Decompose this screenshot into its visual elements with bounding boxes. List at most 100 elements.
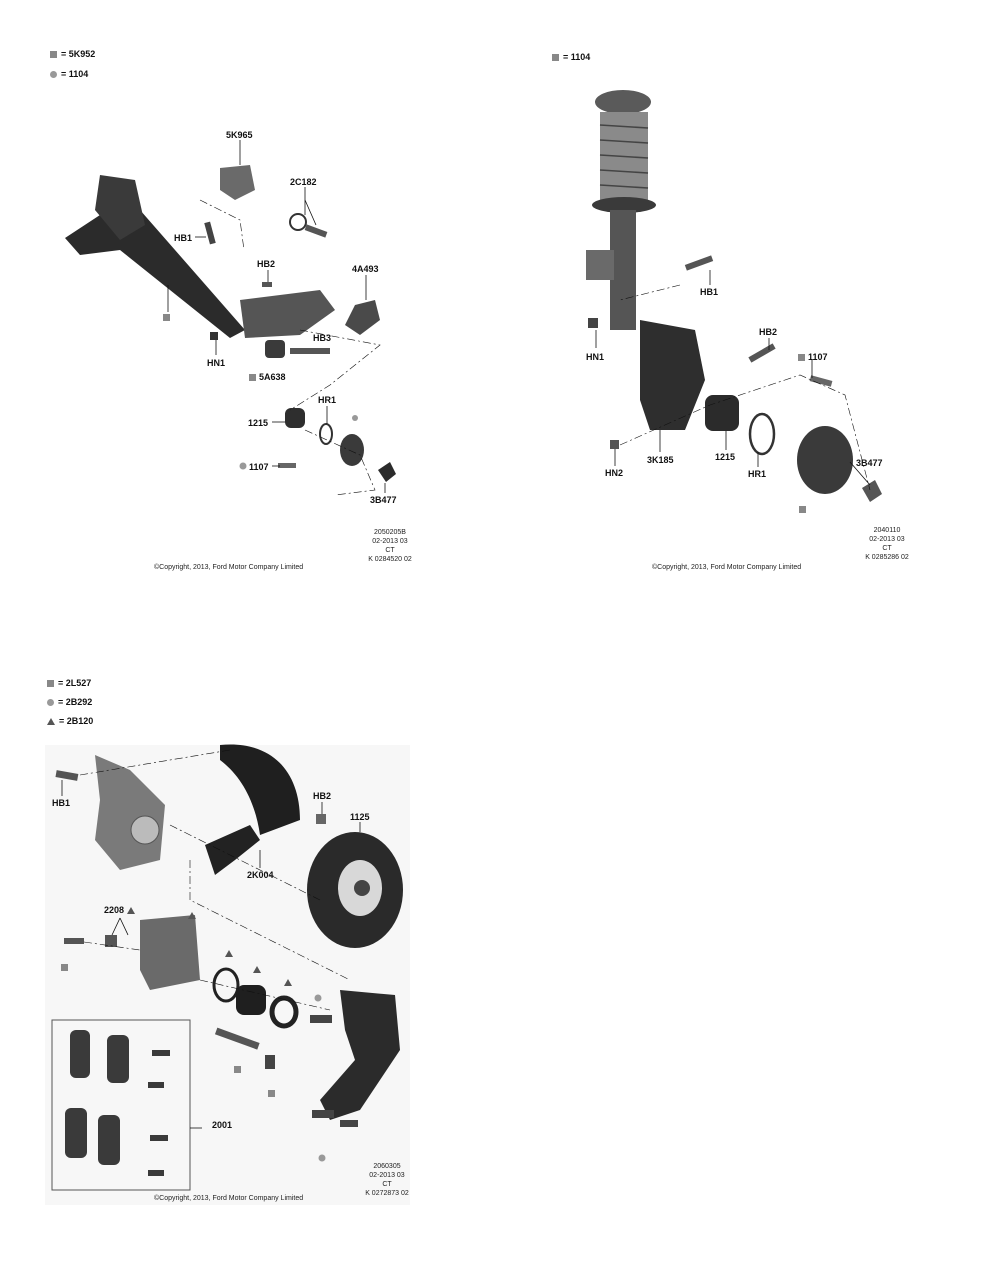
bolt-1107 (809, 375, 833, 387)
triangle-marker-icon (188, 912, 196, 919)
callout-1215: 1215 (715, 452, 736, 462)
brake-pad (70, 1030, 90, 1078)
pad-clip (340, 1120, 358, 1127)
square-marker-icon (798, 353, 805, 361)
circle-marker-icon (318, 1154, 326, 1162)
bracket-5k965 (220, 165, 255, 200)
legend-item-2l527: = 2L527 (47, 678, 91, 688)
triangle-marker-icon (284, 979, 292, 986)
callout-5a638: 5A638 (249, 372, 286, 382)
triangle-marker-icon (253, 966, 261, 973)
pad-clip (150, 1135, 168, 1141)
strut-bracket (586, 250, 614, 280)
brake-caliper (140, 915, 200, 990)
bolt-hb1 (684, 255, 714, 271)
callout-hb1: HB1 (174, 233, 193, 243)
circle-marker-icon (47, 698, 54, 706)
bolt-hb2 (262, 282, 272, 287)
bearing-1215 (705, 395, 739, 431)
nut-3b477 (378, 462, 396, 482)
circle-marker-icon (239, 462, 247, 470)
piston-boot (269, 995, 299, 1029)
legend-item-1104: = 1104 (50, 69, 88, 79)
front-brake-diagram: = 2L527 = 2B292 = 2B120 (0, 630, 500, 1230)
circle-marker-icon (314, 994, 322, 1002)
callout-hr1: HR1 (748, 469, 767, 479)
strut-top-mount (595, 90, 651, 114)
caliper-seal (212, 967, 240, 1003)
bushing-5a638 (265, 340, 285, 358)
callout-hn1: HN1 (586, 352, 605, 362)
square-marker-icon (799, 506, 806, 513)
square-marker-icon (268, 1090, 275, 1097)
bolt-hb2 (748, 343, 776, 363)
callout-2k004: 2K004 (247, 870, 274, 880)
square-marker-icon (50, 50, 57, 58)
copyright: ©Copyright, 2013, Ford Motor Company Lim… (652, 564, 802, 571)
callout-hr1: HR1 (318, 395, 337, 405)
wheel-hub (797, 426, 853, 494)
pad-clip (148, 1082, 164, 1088)
wheel-hub (340, 434, 364, 466)
brake-pad (65, 1108, 87, 1158)
callout-hb2: HB2 (313, 791, 332, 801)
callout-3b477: 3B477 (370, 495, 397, 505)
pad-clip (310, 1015, 332, 1023)
front-strut-drawing (586, 90, 882, 513)
bolt-1107 (278, 463, 296, 468)
callout-hb2: HB2 (257, 259, 276, 269)
strut-body (610, 210, 636, 330)
bracket-2k004 (205, 825, 260, 875)
callout-hn1: HN1 (207, 358, 226, 368)
callout-3k185: 3K185 (647, 455, 674, 465)
bolt-hb2 (316, 814, 326, 824)
square-marker-icon (61, 964, 68, 971)
callout-2001: 2001 (212, 1120, 233, 1130)
nut-hn1 (210, 332, 218, 340)
callout-3b477: 3B477 (856, 458, 883, 468)
triangle-marker-icon (47, 717, 55, 725)
rear-axle-beam (65, 210, 245, 338)
callout-5k965: 5K965 (226, 130, 253, 140)
bolt-hb3 (290, 348, 330, 354)
snap-ring-hr1 (748, 412, 776, 456)
circle-marker-icon (50, 70, 57, 78)
bearing-1215 (285, 408, 305, 428)
front-brake-drawing (45, 744, 410, 1205)
nut-hn2 (610, 440, 619, 449)
guide-pin-boot (265, 1055, 275, 1069)
pad-kit-box (51, 1019, 191, 1191)
ring-hr1 (319, 423, 333, 445)
callout-1125: 1125 (350, 812, 370, 822)
copyright: ©Copyright, 2013, Ford Motor Company Lim… (154, 1195, 304, 1202)
nut-3b477 (862, 480, 882, 502)
circle-marker-icon (352, 415, 358, 421)
splash-shield (220, 744, 300, 835)
callout-1215: 1215 (248, 418, 269, 428)
caliper-bolt (64, 938, 84, 944)
square-marker-icon (249, 373, 256, 381)
square-marker-icon (234, 1066, 241, 1073)
pad-clip (312, 1110, 334, 1118)
axle-right-arm (240, 290, 335, 338)
knuckle-hub-bore (130, 815, 160, 845)
callout-hb2: HB2 (759, 327, 778, 337)
caliper-piston (236, 985, 266, 1015)
callout-2208: 2208 (104, 905, 136, 915)
square-marker-icon (163, 314, 170, 321)
caliper-anchor-bracket (320, 990, 400, 1120)
square-marker-icon (552, 53, 559, 61)
callout-hn2: HN2 (605, 468, 624, 478)
triangle-marker-icon (225, 950, 233, 957)
callout-hb3: HB3 (313, 333, 332, 343)
pad-clip (152, 1050, 170, 1056)
legend-item-2b292: = 2B292 (47, 697, 92, 707)
pad-clip (148, 1170, 164, 1176)
brake-pad (107, 1035, 129, 1083)
brake-pad (98, 1115, 120, 1165)
rear-suspension-diagram: = 5K952 = 1104 (0, 0, 500, 600)
axle-left-mount (95, 175, 145, 240)
callout-4a493: 4A493 (352, 264, 379, 274)
